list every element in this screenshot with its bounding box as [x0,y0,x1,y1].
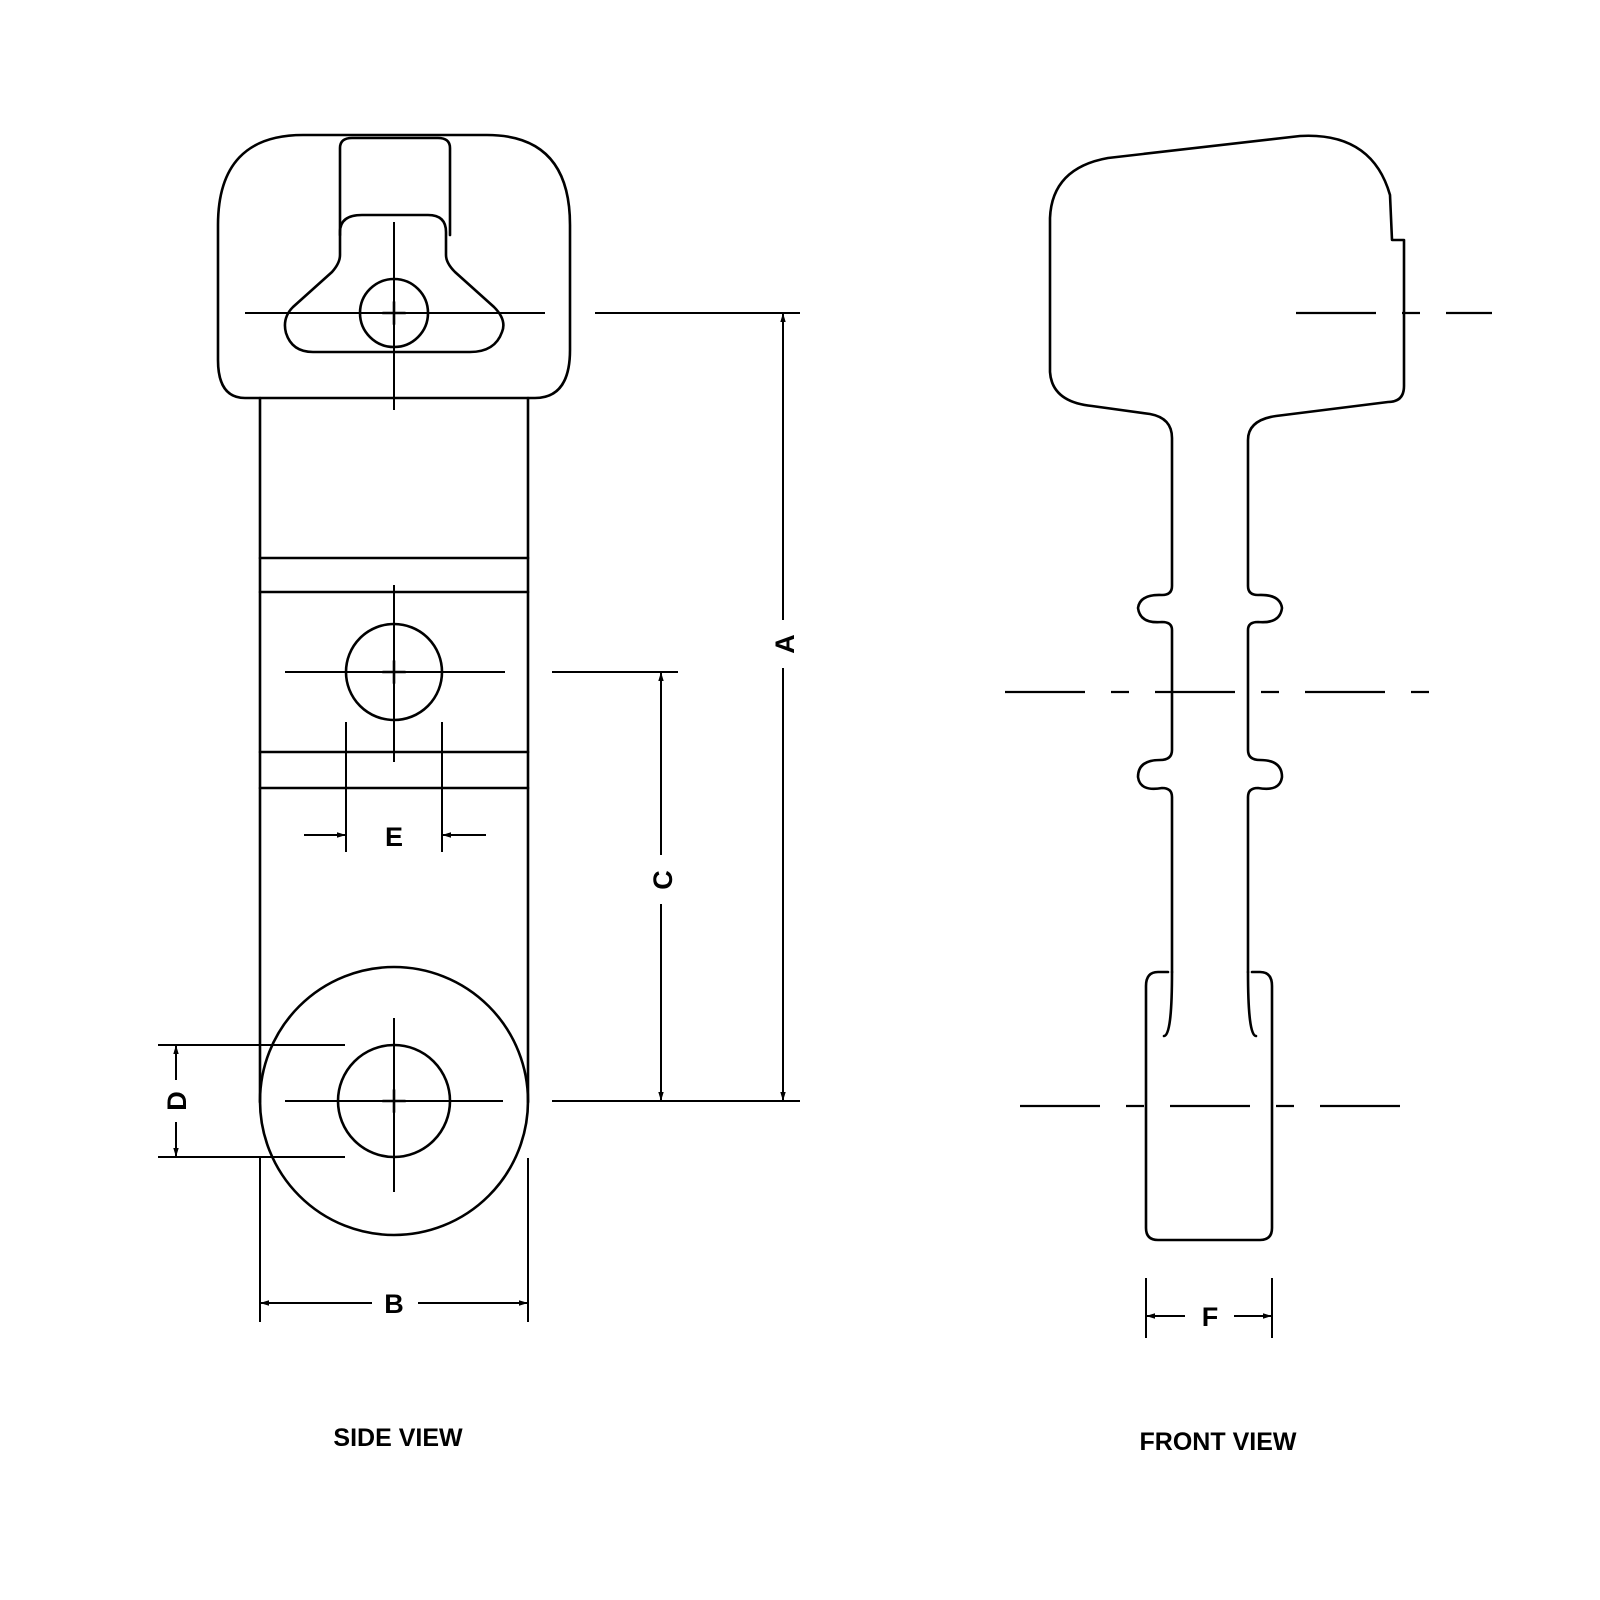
side-view: E D B A C SIDE VIEW [158,133,800,1452]
front-body-outline [1048,134,1406,974]
dim-e-label: E [385,822,403,852]
front-bottom-boss [1144,970,1274,1242]
front-neck-curl-left [1162,970,1174,1038]
dim-a-label: A [770,634,800,654]
front-view-label: FRONT VIEW [1140,1428,1297,1456]
side-view-label: SIDE VIEW [333,1424,463,1452]
side-head-outline [216,133,572,400]
front-view: F FRONT VIEW [1005,134,1492,1456]
dim-f-label: F [1202,1302,1219,1332]
dim-b-label: B [384,1289,404,1319]
side-head-keyhole [283,213,505,354]
dim-d-label: D [162,1091,192,1111]
dim-c-label: C [648,870,678,890]
side-head-slot [338,136,452,237]
side-bottom-eye [258,965,530,1237]
front-neck-curl-right [1246,970,1258,1038]
